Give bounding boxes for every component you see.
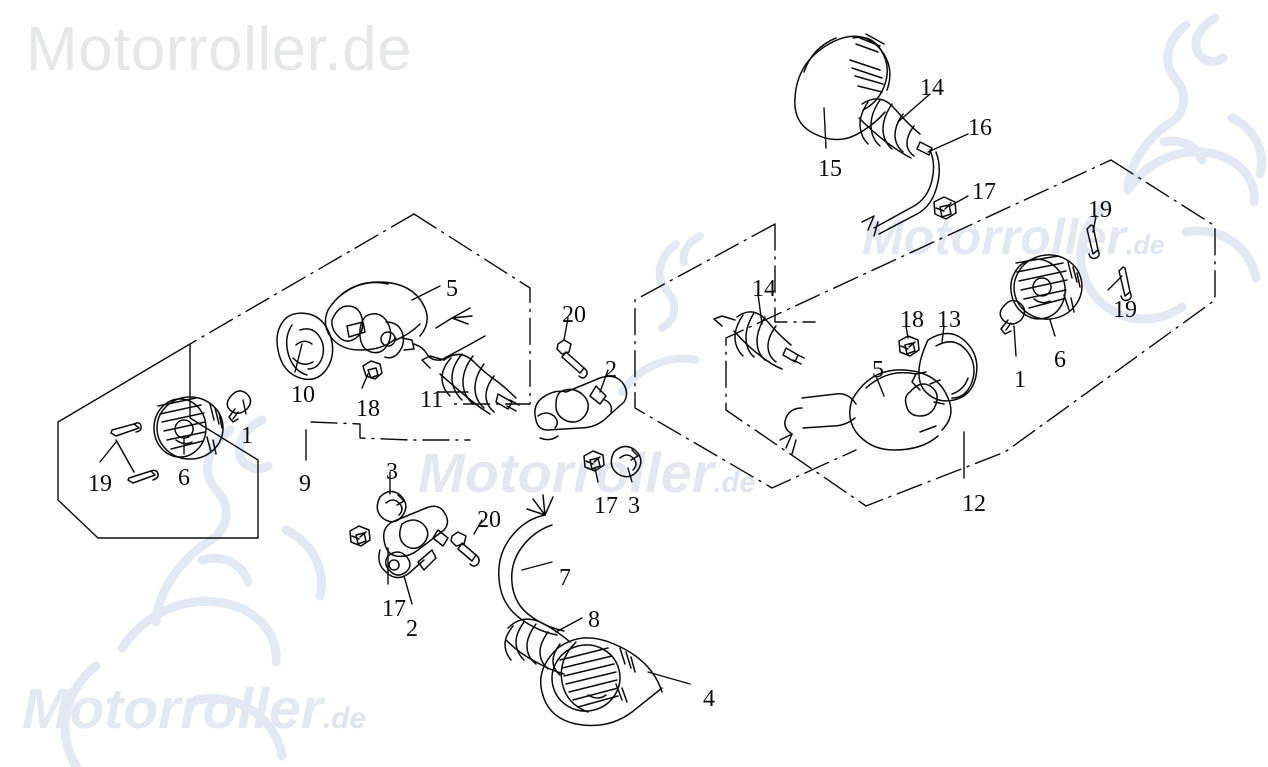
part-14-boot-middle [713, 311, 805, 370]
part-10-housing-base [276, 312, 334, 381]
callout-18: 18 [900, 307, 924, 333]
callout-12: 12 [962, 491, 986, 517]
callout-19: 19 [88, 471, 112, 497]
part-19-screws-right [1086, 224, 1132, 302]
part-6-lens-ring-left [153, 396, 224, 460]
part-17-nut-right [583, 450, 605, 472]
group-12-boundary [725, 159, 1216, 507]
callout-19: 19 [1088, 197, 1112, 223]
callout-9: 9 [299, 471, 311, 497]
part-20-screw-upper [556, 339, 588, 379]
group-12-inner-boundary [634, 223, 857, 489]
callout-6: 6 [178, 465, 190, 491]
part-7-harness [498, 494, 565, 636]
part-20-screw-lower [450, 531, 480, 567]
part-3-clip-center-left [376, 490, 407, 523]
callout-2: 2 [605, 357, 617, 383]
part-14-boot-upper [858, 98, 921, 159]
group-9-boundary-lower [310, 421, 471, 441]
watermark-right: Motorroller.de [862, 208, 1165, 266]
callout-4: 4 [703, 686, 715, 712]
callout-5: 5 [872, 357, 884, 383]
part-17-nut-upper [933, 196, 957, 220]
part-18-nut-left [362, 360, 383, 380]
callout-8: 8 [588, 607, 600, 633]
callout-13: 13 [937, 307, 961, 333]
watermark-middle-name: Motorroller [418, 441, 714, 504]
group-9-subbox [57, 343, 259, 539]
callout-3: 3 [628, 493, 640, 519]
watermark-right-name: Motorroller [862, 209, 1126, 265]
callout-14: 14 [752, 276, 776, 302]
callout-1: 1 [241, 423, 253, 449]
part-16-wire-lead [861, 141, 940, 237]
part-17-nut-center-left [349, 525, 371, 547]
part-18-nut-right [898, 335, 920, 357]
callout-20: 20 [562, 302, 586, 328]
callout-2: 2 [406, 616, 418, 642]
part-15-lens-upper [794, 33, 891, 141]
group-9-boundary [189, 213, 531, 405]
callout-7: 7 [559, 565, 571, 591]
callout-11: 11 [420, 387, 444, 413]
part-2-clamp-upper [534, 375, 628, 441]
part-4-lens-lower [540, 637, 663, 727]
watermark-middle-suffix: .de [713, 467, 756, 499]
watermark-right-suffix: .de [1125, 230, 1165, 260]
part-5-lens-right [779, 369, 952, 455]
watermark-footer: Motorroller.de [22, 676, 366, 742]
callout-18: 18 [356, 396, 380, 422]
part-5-lens-left [324, 281, 486, 361]
callout-17: 17 [972, 179, 996, 205]
watermark-middle: Motorroller.de [418, 440, 755, 505]
callout-6: 6 [1054, 347, 1066, 373]
callout-17: 17 [382, 596, 406, 622]
part-2-clamp-lower [378, 505, 449, 579]
leader-lines [99, 93, 1123, 685]
part-19-screws-left [110, 422, 159, 484]
watermark-footer-suffix: .de [322, 702, 367, 735]
watermark-header: Motorroller.de [26, 15, 413, 84]
callout-19: 19 [1113, 297, 1137, 323]
part-6-lens-ring-right [1010, 254, 1083, 320]
callout-14: 14 [920, 75, 944, 101]
callout-20: 20 [477, 507, 501, 533]
callout-3: 3 [386, 459, 398, 485]
callout-17: 17 [594, 493, 618, 519]
part-3-clip-right [610, 445, 642, 478]
part-1-bulb-left [226, 390, 252, 423]
callout-5: 5 [446, 276, 458, 302]
watermark-footer-name: Motorroller [22, 677, 323, 741]
part-1-bulb-right [999, 299, 1026, 335]
callout-16: 16 [968, 115, 992, 141]
part-8-boot [504, 618, 571, 676]
part-11-boot [421, 353, 520, 415]
callout-1: 1 [1014, 367, 1026, 393]
callout-10: 10 [291, 382, 315, 408]
callout-15: 15 [818, 156, 842, 182]
